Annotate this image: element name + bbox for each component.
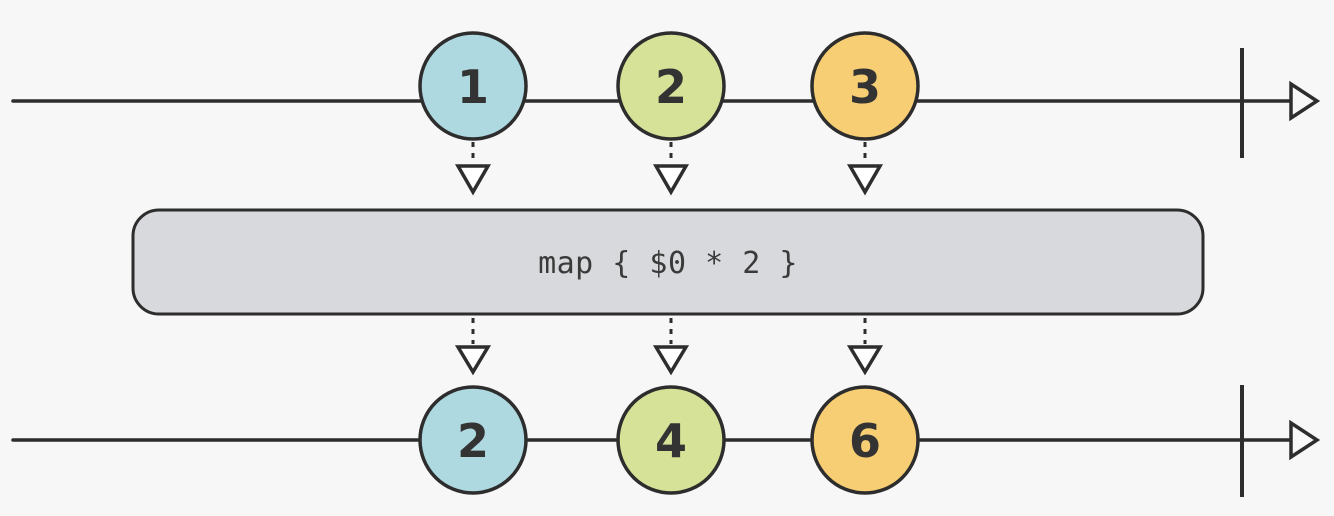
source-timeline: 1 2 3 <box>11 31 1321 158</box>
emit-arrow-icon <box>846 142 884 196</box>
marble: 6 <box>810 385 920 495</box>
marble: 3 <box>810 31 920 141</box>
source-marble-2-value: 2 <box>655 60 687 114</box>
source-marble-2-circle <box>616 31 726 141</box>
source-marble-1-circle <box>418 31 528 141</box>
source-timeline-arrow-icon <box>1289 80 1321 122</box>
operator-box-rect <box>131 208 1205 316</box>
source-to-operator-arrows <box>454 142 884 196</box>
marble: 2 <box>616 31 726 141</box>
source-marble-3-value: 3 <box>849 60 881 114</box>
marble: 1 <box>418 31 528 141</box>
output-timeline: 2 4 6 <box>11 385 1321 497</box>
output-marble-3-circle <box>810 385 920 495</box>
operator-label: map { $0 * 2 } <box>538 246 798 281</box>
output-marble-2-value: 4 <box>655 414 687 468</box>
operator-to-output-arrows <box>454 318 884 376</box>
marble: 2 <box>418 385 528 495</box>
emit-arrow-icon <box>454 318 492 376</box>
output-marble-3-value: 6 <box>849 414 881 468</box>
source-marble-3-circle <box>810 31 920 141</box>
source-marble-1-value: 1 <box>457 60 489 114</box>
output-timeline-arrow-icon <box>1289 419 1321 461</box>
output-marble-2-circle <box>616 385 726 495</box>
emit-arrow-icon <box>652 318 690 376</box>
emit-arrow-icon <box>454 142 492 196</box>
output-marble-1-circle <box>418 385 528 495</box>
emit-arrow-icon <box>846 318 884 376</box>
emit-arrow-icon <box>652 142 690 196</box>
output-marble-1-value: 2 <box>457 414 489 468</box>
marble: 4 <box>616 385 726 495</box>
operator-box: map { $0 * 2 } <box>131 208 1205 316</box>
